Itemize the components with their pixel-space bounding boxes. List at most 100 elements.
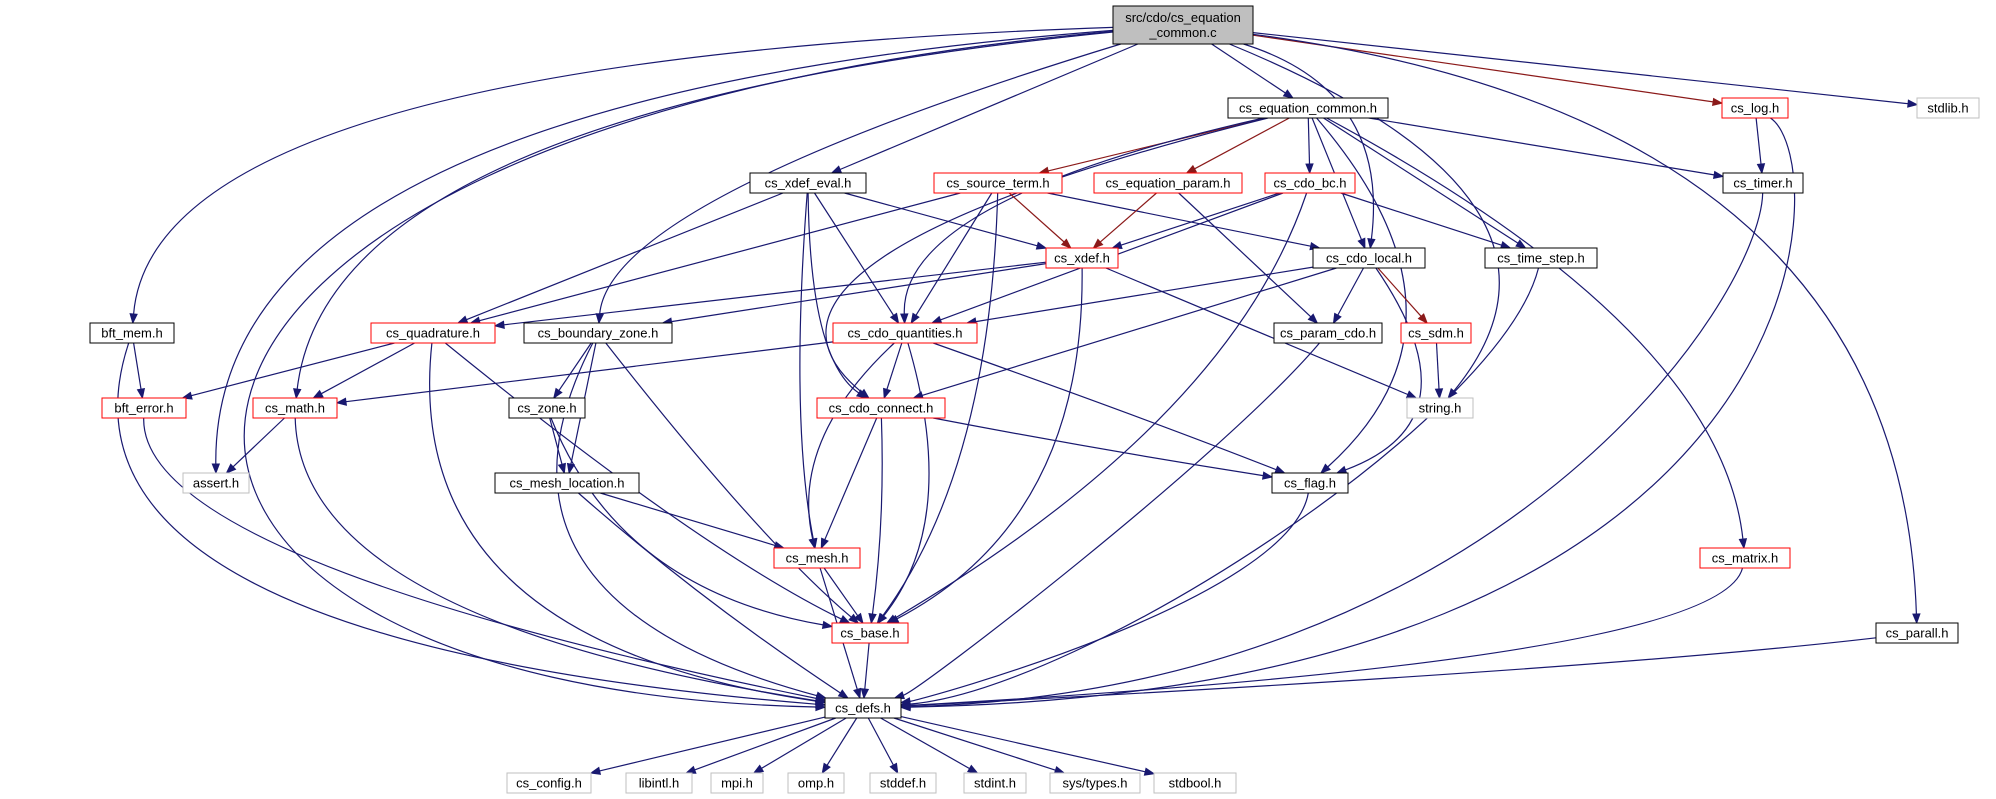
node-omp[interactable]: omp.h	[787, 772, 845, 794]
node-timer[interactable]: cs_timer.h	[1722, 172, 1804, 194]
edge-line	[932, 342, 1277, 471]
edge-log-to-timer	[1755, 117, 1766, 175]
edge-line	[799, 192, 814, 540]
node-stdbool[interactable]: stdbool.h	[1153, 772, 1237, 794]
edge-line	[1368, 117, 1715, 176]
edge-src-to-bftmem	[129, 26, 1114, 325]
node-srcterm[interactable]: cs_source_term.h	[933, 172, 1063, 194]
edge-line	[429, 342, 817, 702]
edges-layer	[117, 26, 1921, 776]
arrowhead-icon	[1282, 89, 1295, 99]
node-matrix[interactable]: cs_matrix.h	[1699, 547, 1791, 569]
node-mesh[interactable]: cs_mesh.h	[773, 547, 861, 569]
edge-meshloc-to-mesh	[600, 492, 786, 550]
node-bfterr[interactable]: bft_error.h	[101, 397, 187, 419]
node-label: cs_math.h	[265, 401, 325, 416]
node-bzone[interactable]: cs_boundary_zone.h	[523, 322, 673, 344]
node-systypes[interactable]: sys/types.h	[1049, 772, 1141, 794]
edge-line	[900, 716, 1146, 773]
arrowhead-icon	[1367, 238, 1376, 250]
node-box	[1045, 247, 1119, 269]
node-src[interactable]: src/cdo/cs_equation_common.c	[1112, 5, 1254, 45]
arrowhead-icon	[889, 312, 900, 325]
edge-line	[558, 342, 592, 391]
edge-timer-to-defs	[899, 192, 1764, 711]
node-eqc[interactable]: cs_equation_common.h	[1227, 97, 1389, 119]
node-label: string.h	[1419, 401, 1462, 416]
edge-line	[1435, 342, 1440, 390]
node-box	[963, 772, 1027, 794]
node-math[interactable]: cs_math.h	[252, 397, 338, 419]
node-cdoconn[interactable]: cs_cdo_connect.h	[816, 397, 946, 419]
node-base[interactable]: cs_base.h	[831, 622, 909, 644]
edge-cdoq-to-flag	[932, 342, 1286, 474]
node-parall[interactable]: cs_parall.h	[1875, 622, 1959, 644]
node-quad[interactable]: cs_quadrature.h	[370, 322, 496, 344]
arrowhead-icon	[553, 387, 563, 400]
edge-srcterm-to-cdolocal	[1047, 192, 1321, 251]
edge-cdolocal-to-cdoq	[965, 266, 1314, 326]
arrowhead-icon	[181, 391, 193, 400]
node-log[interactable]: cs_log.h	[1721, 97, 1789, 119]
arrowhead-icon	[129, 313, 138, 325]
node-cdolocal[interactable]: cs_cdo_local.h	[1312, 247, 1426, 269]
node-box	[1875, 622, 1959, 644]
node-timestep[interactable]: cs_time_step.h	[1484, 247, 1598, 269]
arrowhead-icon	[868, 613, 877, 625]
edge-paramcdo-to-defs	[893, 342, 1320, 700]
edge-src-to-xdefeval	[830, 43, 1139, 174]
node-bftmem[interactable]: bft_mem.h	[89, 322, 175, 344]
edge-parall-to-defs	[899, 637, 1877, 710]
edge-mesh-to-base	[823, 567, 864, 625]
node-box	[1916, 97, 1980, 119]
edge-src-to-string	[1229, 43, 1500, 400]
arrowhead-icon	[1417, 313, 1429, 325]
node-label: cs_xdef_eval.h	[765, 176, 852, 191]
arrowhead-icon	[820, 537, 829, 550]
node-label: cs_flag.h	[1284, 476, 1336, 491]
node-box	[749, 172, 867, 194]
edge-line	[932, 417, 1264, 477]
arrowhead-icon	[930, 315, 943, 324]
node-eqparam[interactable]: cs_equation_param.h	[1093, 172, 1243, 194]
edge-line	[893, 717, 1056, 771]
edge-line	[808, 342, 895, 540]
arrowhead-icon	[1912, 613, 1921, 625]
edge-srcterm-to-cdoq	[910, 192, 993, 325]
node-string[interactable]: string.h	[1406, 397, 1474, 419]
node-mpi[interactable]: mpi.h	[710, 772, 764, 794]
edge-eqc-to-timestep	[1323, 117, 1527, 249]
node-label: cs_source_term.h	[946, 176, 1049, 191]
node-config[interactable]: cs_config.h	[506, 772, 592, 794]
node-box	[787, 772, 845, 794]
node-stdint[interactable]: stdint.h	[963, 772, 1027, 794]
arrowhead-icon	[456, 315, 469, 324]
node-assert[interactable]: assert.h	[182, 472, 250, 494]
node-defs[interactable]: cs_defs.h	[824, 697, 902, 719]
arrowhead-icon	[1335, 465, 1348, 474]
node-xdefeval[interactable]: cs_xdef_eval.h	[749, 172, 867, 194]
node-sdm[interactable]: cs_sdm.h	[1400, 322, 1472, 344]
node-zone[interactable]: cs_zone.h	[508, 397, 586, 419]
node-label: omp.h	[798, 776, 834, 791]
node-box	[523, 322, 673, 344]
edge-line	[1326, 117, 1744, 540]
node-flag[interactable]: cs_flag.h	[1271, 472, 1349, 494]
node-meshloc[interactable]: cs_mesh_location.h	[494, 472, 640, 494]
edge-line	[903, 117, 1264, 315]
node-box	[869, 772, 937, 794]
arrowhead-icon	[293, 388, 302, 400]
edge-line	[117, 342, 817, 705]
edge-defs-to-libintl	[684, 717, 837, 774]
node-stdlib[interactable]: stdlib.h	[1916, 97, 1980, 119]
node-libintl[interactable]: libintl.h	[625, 772, 693, 794]
node-cdobc[interactable]: cs_cdo_bc.h	[1264, 172, 1356, 194]
edge-bftmem-to-bfterr	[133, 342, 146, 400]
node-cdoq[interactable]: cs_cdo_quantities.h	[832, 322, 978, 344]
arrowhead-icon	[1060, 238, 1072, 249]
node-stddef[interactable]: stddef.h	[869, 772, 937, 794]
node-label: cs_config.h	[516, 776, 582, 791]
node-paramcdo[interactable]: cs_param_cdo.h	[1273, 322, 1383, 344]
edge-line	[294, 417, 817, 702]
node-xdef[interactable]: cs_xdef.h	[1045, 247, 1119, 269]
